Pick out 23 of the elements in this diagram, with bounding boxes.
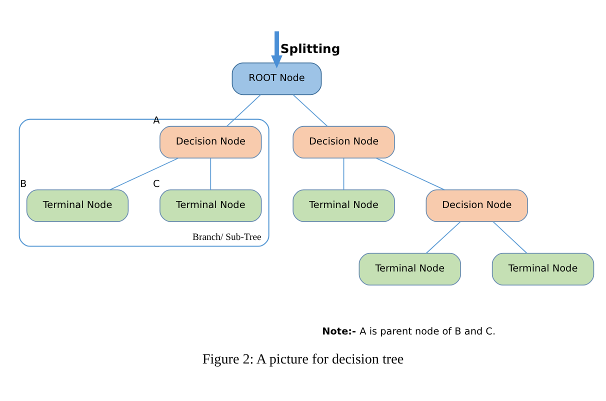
node-box: Terminal Node [160,188,262,222]
node-box: Decision Node [292,125,395,158]
arrow [271,30,282,68]
connector [226,94,261,126]
edge-label: Splitting [280,42,340,56]
node-label: C [153,178,160,190]
connector [110,157,179,190]
node-box: ROOT Node [232,62,322,95]
node-label: B [20,178,27,190]
connector [426,220,461,254]
node-box: Terminal Node [358,252,462,286]
connector [343,157,344,190]
node-box: Terminal Node [492,252,594,286]
node-box: Decision Node [160,125,262,158]
connector [376,157,445,190]
connector [292,94,328,126]
connector [210,157,212,190]
node-box: Terminal Node [292,188,395,222]
caption: Figure 2: A picture for decision tree [202,350,404,367]
connector [492,220,528,254]
label: Note:- A is parent node of B and C. [322,326,496,337]
node-box: Decision Node [426,188,528,222]
node-box: Terminal Node [26,188,129,222]
